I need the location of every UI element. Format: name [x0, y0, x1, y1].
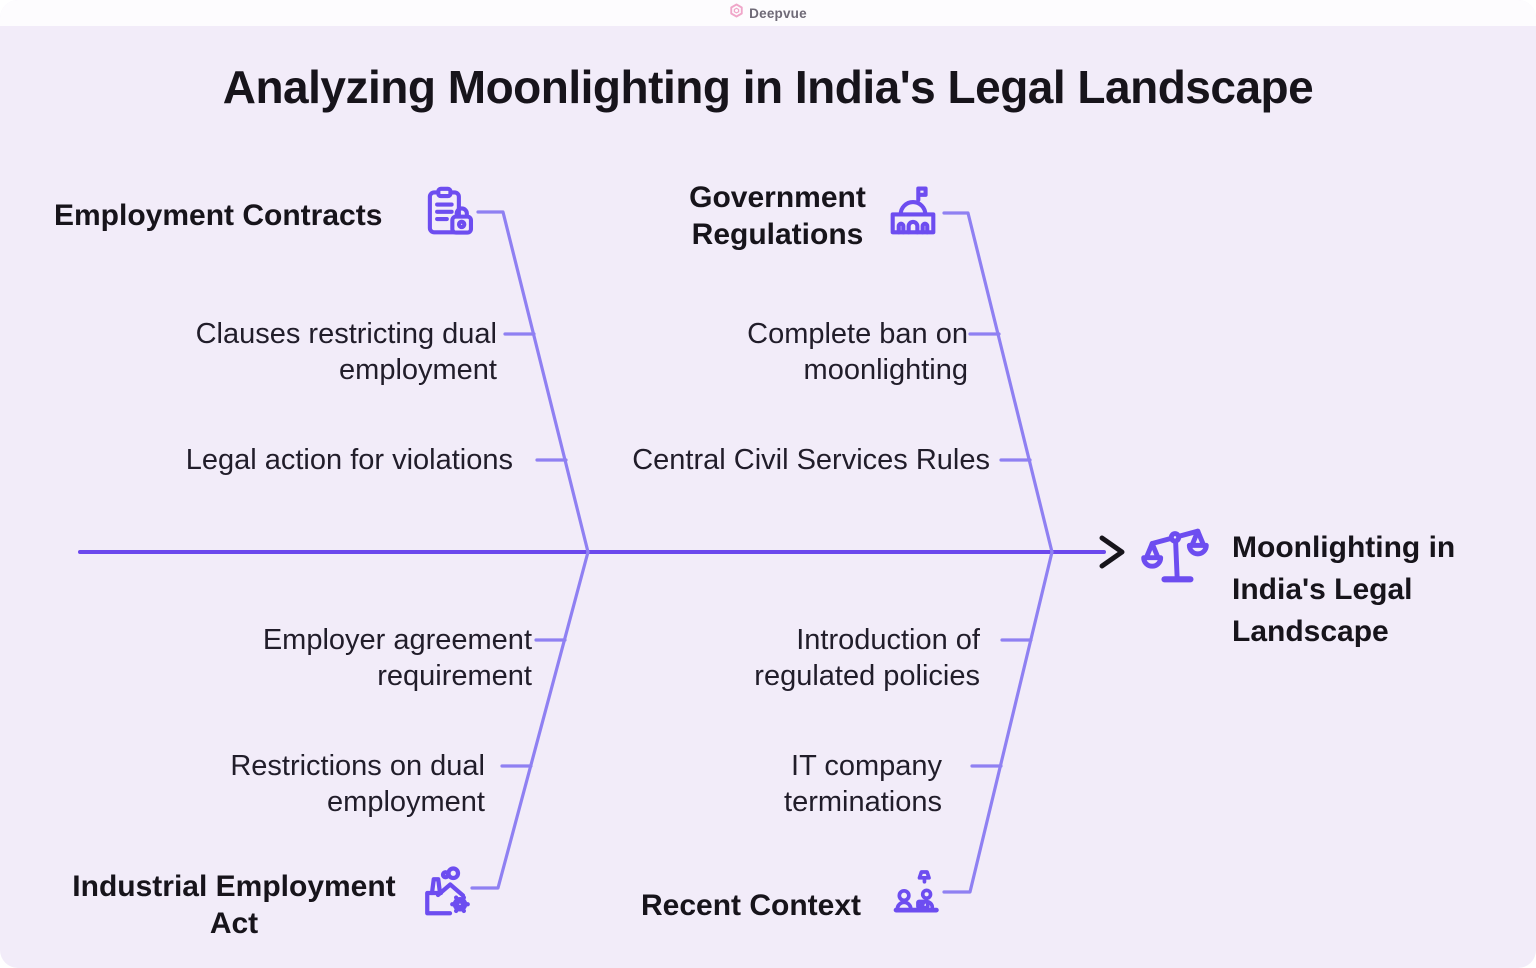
cause-text-employer-agreement: Employer agreement requirement: [262, 624, 532, 692]
diagram-title: Analyzing Moonlighting in India's Legal …: [222, 61, 1314, 113]
cause-text-clauses: Clauses restricting dual employment: [195, 318, 497, 386]
cause-text-legal-action: Legal action for violations: [185, 444, 513, 476]
logo-hexagon-icon: [729, 3, 744, 23]
branch-bottom-left: [470, 550, 590, 890]
clipboard-lock-icon: [419, 184, 477, 242]
logo-text: Deepvue: [749, 5, 807, 21]
cause-text-restrictions: Restrictions on dual employment: [230, 750, 485, 818]
cause-text-complete-ban: Complete ban on moonlighting: [747, 318, 968, 386]
effect-label: Moonlighting in India's Legal Landscape: [1232, 531, 1456, 648]
government-building-icon: [884, 183, 942, 241]
category-label-industrial-employment-act: Industrial Employment Act: [72, 870, 396, 940]
scales-of-justice-icon: [1138, 517, 1212, 591]
category-label-recent-context: Recent Context: [641, 889, 862, 922]
arrow-head-icon: [1099, 535, 1125, 569]
cause-text-introduction: Introduction of regulated policies: [754, 624, 980, 692]
branch-bottom-right: [942, 550, 1054, 894]
cause-text-ccs-rules: Central Civil Services Rules: [632, 444, 990, 476]
people-meeting-icon: [890, 867, 942, 919]
category-label-employment-contracts: Employment Contracts: [54, 199, 383, 232]
cause-text-it-terminations: IT company terminations: [784, 750, 942, 818]
topbar: Deepvue: [0, 0, 1536, 26]
factory-gear-icon: [419, 862, 479, 922]
category-label-government-regulations: Government Regulations: [689, 181, 866, 251]
